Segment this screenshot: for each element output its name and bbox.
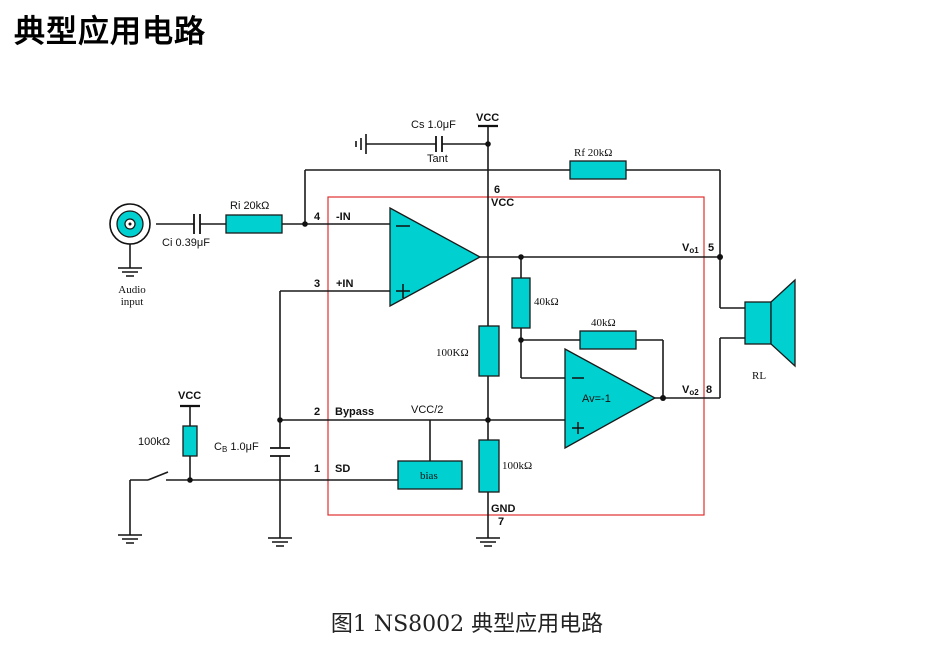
pin1-name: SD [335,463,350,475]
opamp-1-plus [396,284,410,298]
pin8-number: 8 [706,384,712,396]
cb-label: CB 1.0μF [214,441,259,454]
ri-resistor [225,214,283,234]
vcc-top-label: VCC [476,112,499,124]
opamp-1 [389,206,482,308]
cs-capacitor [435,136,443,152]
cs-ground-symbol [355,134,367,154]
bias-label: bias [420,470,438,482]
pin4-name: -IN [336,211,351,223]
r40k-vertical-resistor [511,277,531,329]
junction-dots [187,141,723,483]
r100k-mid-label: 100KΩ [436,347,469,359]
pin1-number: 1 [314,463,320,475]
av-label: Av=-1 [582,393,611,405]
pin8-name: Vo2 [682,384,699,397]
r40k-horizontal-label: 40kΩ [591,317,616,329]
pin5-name: Vo1 [682,242,699,255]
circuit-schematic: VCC Cs 1.0μF Tant Rf 20kΩ 6 VCC Ri 20kΩ … [109,112,796,547]
vcc-half-label: VCC/2 [411,404,443,416]
r100k-low-resistor [478,439,500,493]
sd-ground-symbol [118,534,142,544]
pin2-number: 2 [314,406,320,418]
pin3-name: +IN [336,278,353,290]
r100k-mid-resistor [478,325,500,377]
pin2-name: Bypass [335,406,374,418]
r40k-vertical-label: 40kΩ [534,296,559,308]
r100k-left-label: 100kΩ [138,436,170,448]
cb-capacitor [270,447,290,457]
tant-label: Tant [427,153,448,165]
r40k-horizontal-resistor [579,330,637,350]
pin6-number: 6 [494,184,500,196]
rf-resistor [569,160,627,180]
cs-label: Cs 1.0μF [411,119,456,131]
pin7-number: 7 [498,516,504,528]
audio-input-jack [109,203,151,245]
opamp-2-plus [572,422,584,434]
chip-boundary [327,196,705,516]
figure-caption: 图1 NS8002 典型应用电路 [330,612,604,637]
audio-input-label-line1: Audio [118,284,146,296]
bias-block [397,460,463,490]
gnd-ground-symbol [476,537,500,547]
page-heading: 典型应用电路 [14,14,206,50]
ci-label: Ci 0.39μF [162,237,210,249]
pin5-number: 5 [708,242,714,254]
rl-label: RL [752,370,766,382]
audio-ground-symbol [118,267,142,277]
pin6-name: VCC [491,197,514,209]
pin7-name: GND [491,503,516,515]
rf-label: Rf 20kΩ [574,147,612,159]
audio-input-label-line2: input [121,296,144,308]
cb-ground-symbol [268,537,292,547]
opamp-2 [564,347,657,450]
vcc-left-label: VCC [178,390,201,402]
r100k-left-resistor [182,425,198,457]
ri-label: Ri 20kΩ [230,200,269,212]
r100k-low-label: 100kΩ [502,460,532,472]
pin3-number: 3 [314,278,320,290]
speaker-icon [744,278,796,368]
ci-capacitor [193,214,201,234]
pin4-number: 4 [314,211,321,223]
